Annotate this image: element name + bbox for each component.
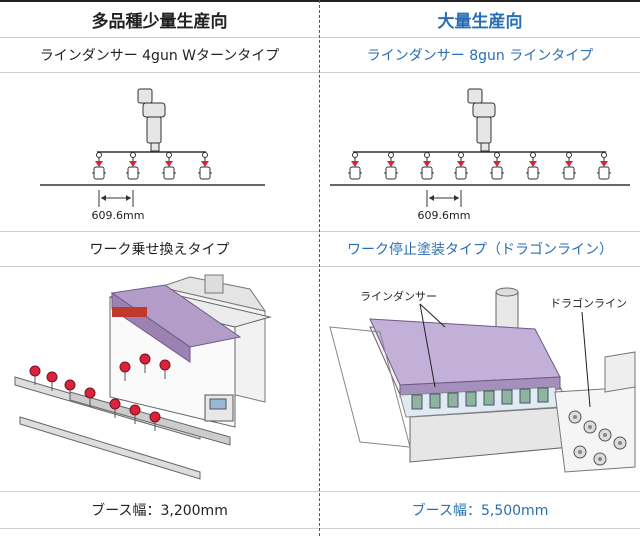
left-pitch-label: 609.6mm <box>92 209 145 222</box>
gun-icon <box>490 152 504 180</box>
gun-icon <box>92 152 106 180</box>
right-booth-width: ブース幅：5,500mm <box>411 503 549 519</box>
left-header: 多品種少量生産向 <box>91 12 228 32</box>
gun-icon <box>126 152 140 180</box>
robot-icon <box>429 393 441 409</box>
right-header: 大量生産向 <box>437 12 523 32</box>
robot-icon <box>537 387 549 403</box>
callout-line-dancer: ラインダンサー <box>360 289 437 303</box>
work-carrier-icon <box>109 398 121 418</box>
robot-icon <box>483 390 495 406</box>
column-separator <box>319 0 320 536</box>
robot-icon <box>519 388 531 404</box>
right-line-diagram: 609.6mm <box>320 73 640 231</box>
work-carrier-icon <box>159 359 171 379</box>
roller-icon <box>598 428 612 442</box>
divider-4 <box>0 266 640 267</box>
work-carrier-icon <box>64 379 76 399</box>
roller-icon <box>573 445 587 459</box>
divider-1 <box>0 37 640 38</box>
gun-icon <box>420 152 434 180</box>
left-line-diagram: 609.6mm <box>0 73 319 231</box>
robot-icon <box>447 392 459 408</box>
gun-icon <box>562 152 576 180</box>
roller-icon <box>583 420 597 434</box>
work-carrier-icon <box>84 387 96 407</box>
gun-icon <box>526 152 540 180</box>
bottom-border <box>0 528 640 529</box>
callout-dragon-line: ドラゴンライン <box>550 296 627 310</box>
robot-icon <box>501 389 513 405</box>
gun-icon <box>348 152 362 180</box>
gun-icon <box>454 152 468 180</box>
work-carrier-icon <box>29 365 41 385</box>
divider-2 <box>0 72 640 73</box>
roller-icon <box>593 452 607 466</box>
divider-5 <box>0 491 640 492</box>
work-carrier-icon <box>139 353 151 373</box>
gun-icon <box>198 152 212 180</box>
roller-icon <box>613 436 627 450</box>
right-booth-illustration: ラインダンサー ドラゴンライン <box>320 267 640 491</box>
gun-icon <box>384 152 398 180</box>
work-carrier-icon <box>129 404 141 424</box>
gun-icon <box>162 152 176 180</box>
top-border <box>0 0 640 2</box>
right-dancer-type: ラインダンサー 8gun ラインタイプ <box>366 48 594 64</box>
work-carrier-icon <box>46 371 58 391</box>
left-booth-illustration <box>0 267 319 491</box>
right-work-type: ワーク停止塗装タイプ（ドラゴンライン） <box>347 242 613 258</box>
robot-icon <box>465 391 477 407</box>
gun-icon <box>597 152 611 180</box>
robot-icon <box>411 394 423 410</box>
left-booth-width: ブース幅：3,200mm <box>91 503 228 519</box>
right-pitch-label: 609.6mm <box>418 209 471 222</box>
work-carrier-icon <box>149 411 161 431</box>
left-work-type: ワーク乗せ換えタイプ <box>89 242 230 258</box>
roller-icon <box>568 410 582 424</box>
left-dancer-type: ラインダンサー 4gun Wターンタイプ <box>39 48 280 64</box>
divider-3 <box>0 231 640 232</box>
work-carrier-icon <box>119 361 131 381</box>
